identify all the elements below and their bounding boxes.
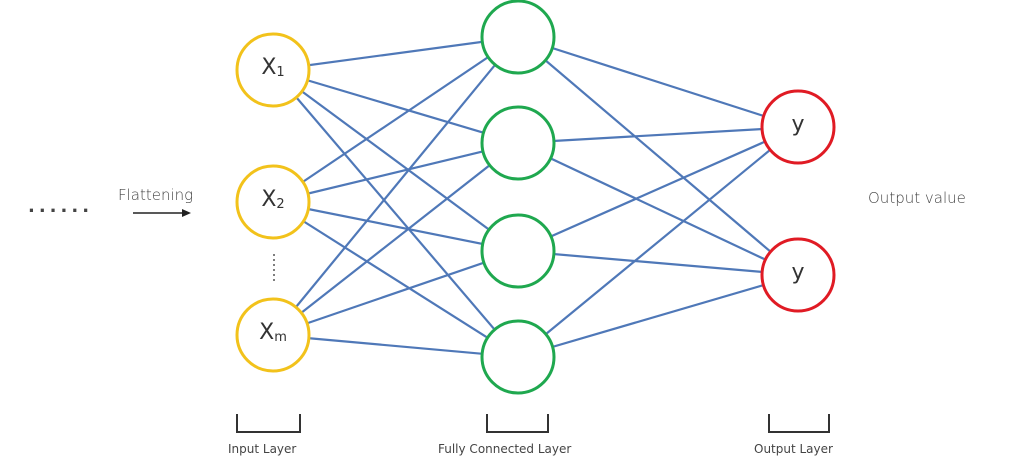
edge-input-0-hidden-0 (272, 35, 519, 72)
hidden-node-2 (480, 213, 556, 289)
edge-input-0-hidden-2 (272, 69, 519, 252)
edge-hidden-0-output-1 (517, 36, 799, 276)
edge-hidden-2-output-0 (517, 125, 799, 253)
edge-hidden-3-output-0 (517, 126, 799, 358)
output-value-label: Output value (868, 189, 966, 207)
input-node-2 (235, 297, 311, 373)
input-node-1 (235, 164, 311, 240)
hidden-node-1 (480, 105, 556, 181)
edge-hidden-1-output-1 (517, 142, 799, 276)
edge-hidden-3-output-1 (517, 273, 799, 359)
vertical-ellipsis-dot (273, 274, 275, 276)
edge-input-2-hidden-1 (272, 142, 519, 336)
vertical-ellipsis-dot (273, 269, 275, 271)
edge-hidden-2-output-1 (517, 249, 799, 277)
hidden-layer-label: Fully Connected Layer (438, 442, 572, 456)
edge-input-0-hidden-1 (272, 68, 519, 145)
edge-input-1-hidden-3 (272, 201, 519, 358)
output-node-label-2: y (791, 260, 805, 285)
input-layer-label: Input Layer (228, 442, 297, 456)
edge-input-2-hidden-2 (272, 249, 519, 337)
edge-input-1-hidden-1 (272, 141, 519, 204)
input-node-0 (235, 32, 311, 108)
edge-input-1-hidden-0 (272, 36, 519, 203)
vertical-ellipsis-dot (273, 279, 275, 281)
flattening-label: Flattening (118, 186, 194, 204)
edge-input-2-hidden-0 (272, 36, 519, 336)
layer-bracket-0 (236, 414, 301, 433)
edge-input-1-hidden-2 (272, 200, 519, 253)
edge-input-2-hidden-3 (272, 333, 519, 359)
output-node-0 (760, 89, 836, 165)
hidden-node-3 (480, 319, 556, 395)
input-node-label-2: X2 (261, 187, 285, 212)
layer-bracket-1 (486, 414, 549, 433)
input-node-label-1: X1 (261, 55, 285, 80)
hidden-node-0 (480, 0, 556, 75)
output-layer-label: Output Layer (754, 442, 833, 456)
output-node-label-1: y (791, 112, 805, 137)
output-node-1 (760, 237, 836, 313)
layer-bracket-2 (768, 414, 830, 433)
vertical-ellipsis-dot (273, 254, 275, 256)
edge-input-0-hidden-3 (272, 69, 519, 358)
vertical-ellipsis-dot (273, 264, 275, 266)
left-ellipsis: ...... (28, 196, 94, 217)
flatten-arrow-head (182, 209, 191, 217)
vertical-ellipsis-dot (273, 259, 275, 261)
edge-hidden-0-output-0 (517, 35, 799, 129)
input-node-label-m: Xm (259, 320, 287, 345)
edge-hidden-1-output-0 (517, 125, 799, 145)
